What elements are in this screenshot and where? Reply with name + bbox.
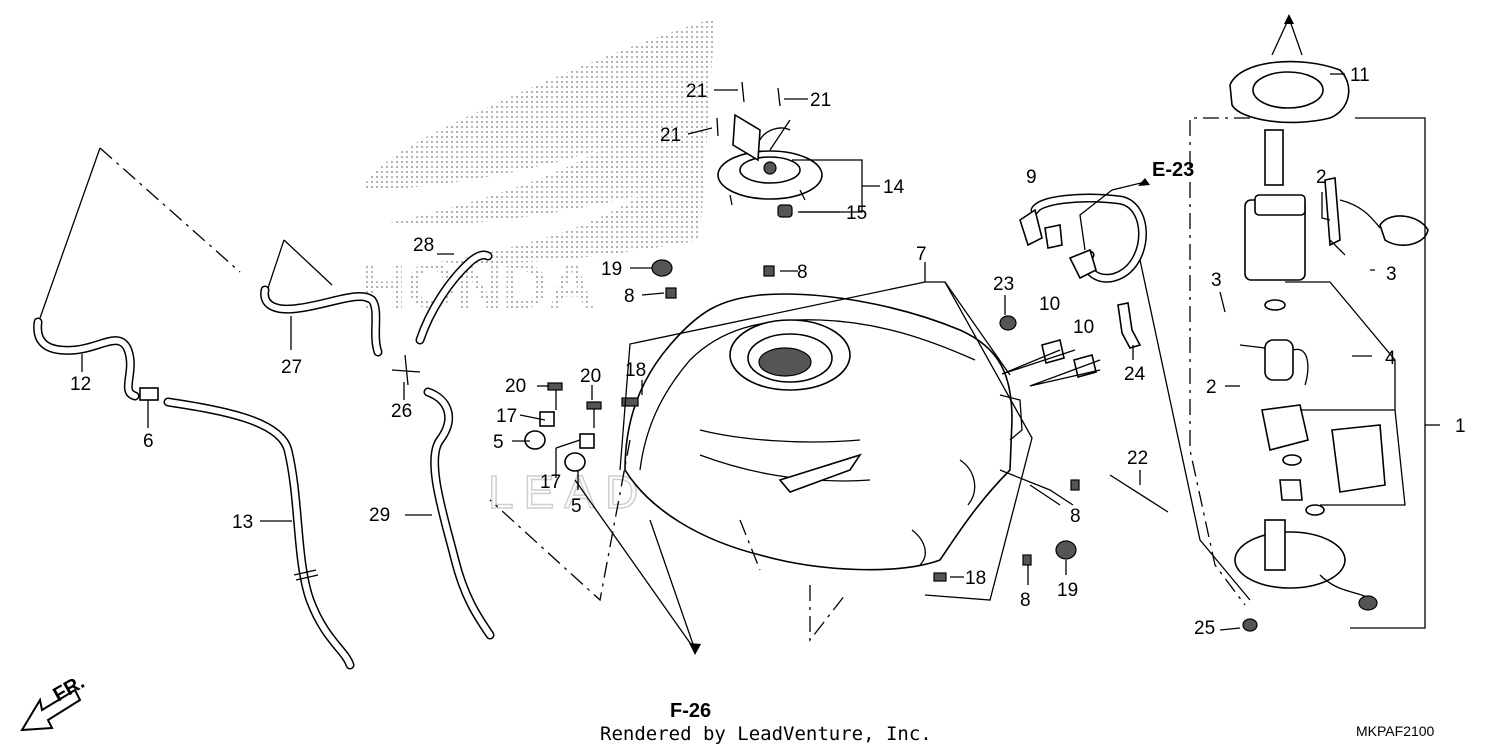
hose-13 — [163, 397, 355, 670]
callout-13: 13 — [232, 512, 253, 533]
callout-5-upper: 5 — [493, 432, 504, 453]
rendered-by-credit: Rendered by LeadVenture, Inc. — [600, 723, 932, 745]
callout-12: 12 — [70, 374, 91, 395]
hose-29 — [423, 387, 495, 640]
fuel-pump-assembly-1 — [1229, 60, 1429, 611]
callout-26: 26 — [391, 401, 412, 422]
callout-8-bottom: 8 — [1020, 590, 1031, 611]
callout-21-left: 21 — [660, 125, 681, 146]
callout-28: 28 — [413, 235, 434, 256]
diagram-code: MKPAF2100 — [1356, 723, 1435, 739]
callout-19-upper: 19 — [601, 259, 622, 280]
reference-arrows — [689, 14, 1294, 655]
callout-20-right: 20 — [580, 366, 601, 387]
callout-2-mid: 2 — [1206, 377, 1217, 398]
callout-23: 23 — [993, 274, 1014, 295]
callout-labels: 1 2 2 3 3 4 5 5 6 7 8 8 8 8 9 10 10 11 1… — [70, 65, 1466, 639]
ref-f26[interactable]: F-26 — [670, 700, 711, 722]
callout-3-right: 3 — [1386, 264, 1397, 285]
callout-24: 24 — [1124, 364, 1146, 385]
fuel-line-9 — [1019, 193, 1147, 283]
fitting-6 — [139, 387, 159, 401]
callout-18-upper: 18 — [625, 360, 646, 381]
callout-10-right: 10 — [1073, 317, 1094, 338]
callout-4: 4 — [1385, 348, 1396, 369]
callout-8-right: 8 — [1070, 506, 1081, 527]
callout-14: 14 — [883, 177, 905, 198]
fuel-tank-7 — [624, 293, 1023, 571]
callout-22: 22 — [1127, 448, 1148, 469]
callout-7: 7 — [916, 244, 927, 265]
fuel-cap-14 — [717, 113, 823, 206]
callout-9: 9 — [1026, 167, 1037, 188]
callout-8-top: 8 — [797, 262, 808, 283]
callout-6: 6 — [143, 431, 154, 452]
tee-26 — [391, 354, 421, 386]
cap-screws-21 — [716, 81, 781, 137]
ref-e23[interactable]: E-23 — [1152, 159, 1194, 181]
callout-8-left: 8 — [624, 286, 635, 307]
front-arrow-icon: FR. — [20, 671, 88, 732]
callout-2-top: 2 — [1316, 167, 1327, 188]
callout-18-lower: 18 — [965, 568, 986, 589]
callout-1: 1 — [1455, 416, 1466, 437]
callout-10-left: 10 — [1039, 294, 1060, 315]
callout-19-lower: 19 — [1057, 580, 1078, 601]
callout-3-left: 3 — [1211, 270, 1222, 291]
leader-lines — [39, 17, 1440, 651]
callout-27: 27 — [281, 357, 302, 378]
callout-17-lower: 17 — [540, 472, 561, 493]
callout-5-lower: 5 — [571, 496, 582, 517]
callout-15: 15 — [846, 203, 867, 224]
grommet-15 — [777, 204, 793, 218]
callout-20-left: 20 — [505, 376, 526, 397]
callout-25: 25 — [1194, 618, 1215, 639]
callout-21-top: 21 — [686, 81, 707, 102]
hose-28 — [415, 250, 493, 345]
callout-29: 29 — [369, 505, 390, 526]
small-hardware — [524, 259, 1258, 632]
callout-11: 11 — [1350, 65, 1370, 86]
hose-12 — [33, 317, 140, 401]
callout-21-right: 21 — [810, 90, 831, 111]
hose-27 — [260, 285, 383, 357]
callout-17-upper: 17 — [496, 406, 517, 427]
